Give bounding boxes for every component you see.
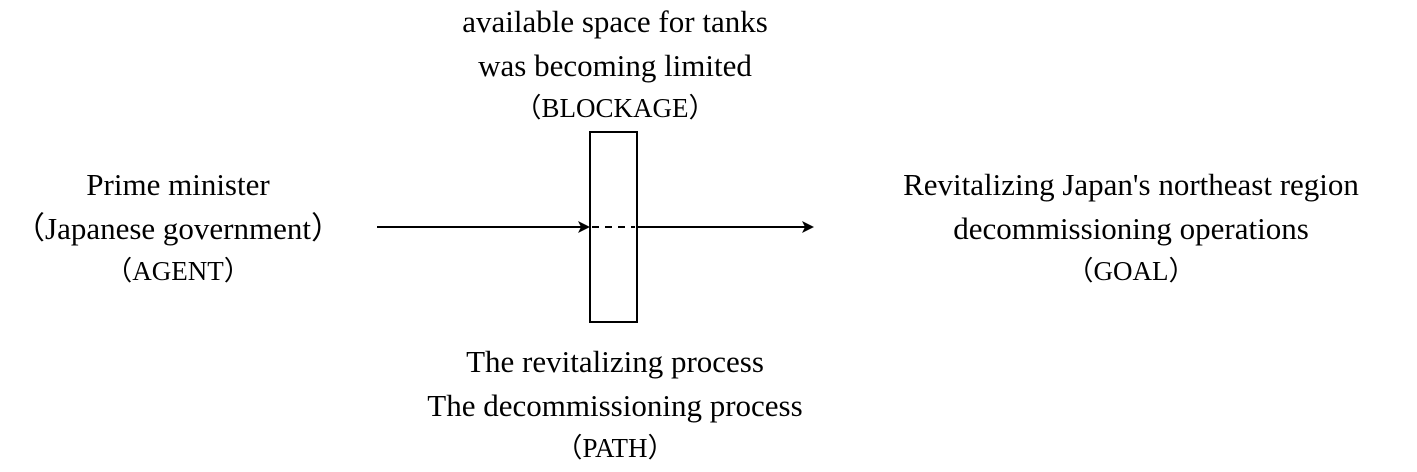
blockage-text-line-2: was becoming limited xyxy=(478,48,752,83)
goal-text-line-2: decommissioning operations xyxy=(953,211,1309,246)
path-label: The revitalizing process The decommissio… xyxy=(370,340,860,468)
path-role: （PATH） xyxy=(555,433,675,463)
blockage-role: （BLOCKAGE） xyxy=(514,93,716,123)
agent-text-line-1: Prime minister xyxy=(86,167,270,202)
blockage-label: available space for tanks was becoming l… xyxy=(395,0,835,128)
path-text-line-2: The decommissioning process xyxy=(427,388,803,423)
goal-role: （GOAL） xyxy=(1066,256,1196,286)
blockage-text-line-1: available space for tanks xyxy=(462,4,768,39)
goal-text-line-1: Revitalizing Japan's northeast region xyxy=(903,167,1359,202)
agent-role: （AGENT） xyxy=(105,256,251,286)
path-text-line-1: The revitalizing process xyxy=(466,344,764,379)
goal-label: Revitalizing Japan's northeast region de… xyxy=(845,163,1417,291)
agent-text-line-2: （Japanese government） xyxy=(14,211,342,246)
agent-label: Prime minister （Japanese government） （AG… xyxy=(0,163,356,291)
